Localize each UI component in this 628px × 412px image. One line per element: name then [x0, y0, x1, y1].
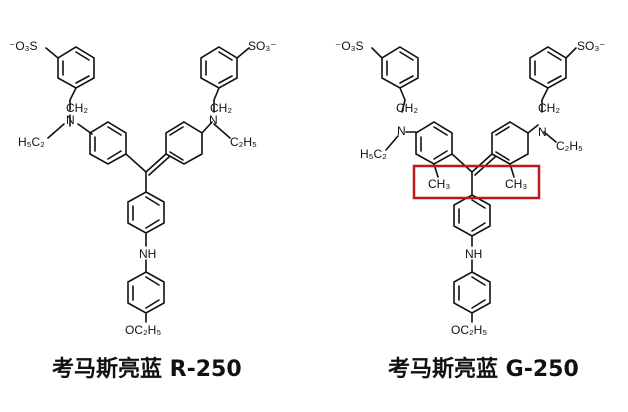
- nitrogen-label: N: [209, 113, 218, 127]
- benzene-ring-mid-left: [89, 121, 127, 165]
- methyl-label: CH₃: [505, 177, 527, 191]
- nitrogen-label: N: [397, 124, 406, 138]
- nh-label: NH: [465, 247, 482, 261]
- quinoid-ring-mid-right: [491, 121, 529, 165]
- sulfonate-label: SO₃⁻: [248, 39, 277, 53]
- caption-r250: 考马斯亮蓝 R-250: [52, 356, 242, 382]
- caption-g250: 考马斯亮蓝 G-250: [388, 356, 579, 382]
- benzene-ring-bottom: [127, 271, 165, 314]
- methyl-highlight-box: [412, 164, 541, 200]
- benzene-ring-top-left: [57, 46, 95, 89]
- structure-r250: [45, 46, 250, 323]
- ethoxy-label: OC₂H₅: [125, 323, 161, 337]
- ch2-label: CH₂: [66, 101, 88, 115]
- quinoid-ring-mid-right: [165, 121, 203, 165]
- ethyl-label: C₂H₅: [556, 139, 583, 153]
- benzene-ring-bottom: [453, 271, 491, 314]
- sulfonate-label: ⁻O₃S: [9, 39, 38, 53]
- ch2-label: CH₂: [538, 101, 560, 115]
- ethyl-label: C₂H₅: [230, 135, 257, 149]
- nitrogen-label: N: [66, 113, 75, 127]
- ch2-label: CH₂: [210, 101, 232, 115]
- sulfonate-label: SO₃⁻: [577, 39, 606, 53]
- benzene-ring-top-right: [529, 46, 567, 89]
- benzene-ring-center: [127, 191, 165, 234]
- benzene-ring-center: [453, 194, 491, 237]
- benzene-ring-top-left: [381, 46, 419, 89]
- nh-label: NH: [139, 247, 156, 261]
- benzene-ring-top-right: [200, 46, 238, 89]
- methyl-label: CH₃: [428, 177, 450, 191]
- ch2-label: CH₂: [396, 101, 418, 115]
- bond: [45, 47, 59, 59]
- ethyl-label: H₅C₂: [18, 135, 45, 149]
- ethyl-label: H₅C₂: [360, 147, 387, 161]
- structure-g250: [371, 46, 577, 323]
- benzene-ring-mid-left: [415, 121, 453, 165]
- sulfonate-label: ⁻O₃S: [335, 39, 364, 53]
- nitrogen-label: N: [538, 125, 547, 139]
- ethoxy-label: OC₂H₅: [451, 323, 487, 337]
